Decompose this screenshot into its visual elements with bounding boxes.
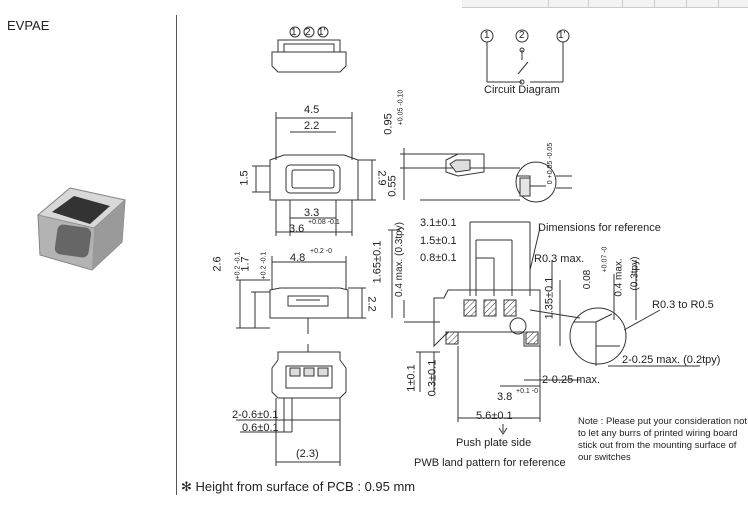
dim-2-3: (2.3) <box>296 448 319 460</box>
dim-3-8: 3.8 <box>497 391 513 403</box>
circuit-terminal-1p: 1' <box>558 30 566 41</box>
dim-3-8-tol: +0.1 -0 <box>516 388 538 395</box>
reference-detail <box>529 227 700 367</box>
circuit-diagram-title: Circuit Diagram <box>484 84 560 96</box>
dim-0-08: 0.08 <box>582 269 594 290</box>
dim-3-6: 3.6 <box>289 223 305 235</box>
toolbar-strip <box>462 0 748 8</box>
dim-2-0-25b: 2-0.25 max. (0.2tpy) <box>622 354 721 366</box>
dim-0-6: 0.6±0.1 <box>242 422 279 434</box>
dim-0-4-max: 0.4 max. (0.3tpy) <box>394 221 406 298</box>
pwb-label: PWB land pattern for reference <box>414 457 566 469</box>
footer-height-note: ✻ Height from surface of PCB : 0.95 mm <box>181 479 416 494</box>
dim-3-6-tol: +0.08 -0.1 <box>308 219 340 226</box>
divider-line <box>176 15 177 495</box>
terminal-label-1p: 1' <box>318 27 326 38</box>
terminal-label-2: 2 <box>305 27 311 38</box>
front-view <box>252 112 376 236</box>
note-text: Note : Please put your consideration not… <box>578 416 747 463</box>
dim-4-5: 4.5 <box>304 104 320 116</box>
dim-0-08-tol: +0.07 -0 <box>601 246 609 273</box>
dim-3-3: 3.3 <box>304 207 320 219</box>
bottom-view <box>236 344 347 466</box>
dim-0-3: 0.3±0.1 <box>426 359 439 397</box>
dim-0-95: 0.95 <box>382 113 395 135</box>
dim-4-8-tol: +0.2 -0 <box>310 248 332 255</box>
switch-photo <box>36 187 127 271</box>
pwb-land-pattern <box>388 221 580 435</box>
dim-1-35: 1.35±0.1 <box>543 276 556 320</box>
dim-4-8: 4.8 <box>290 252 306 264</box>
dim-0-4-max-2: 0.4 max. <box>613 258 625 297</box>
dim-1-5: 1.5 <box>238 170 251 186</box>
dim-r0-3-r0-5: R0.3 to R0.5 <box>652 299 714 311</box>
dim-2-6: 2.6 <box>211 256 224 272</box>
dim-1-65: 1.65±0.1 <box>371 240 384 284</box>
dim-0-55: 0.55 <box>386 175 399 197</box>
model-title: EVPAE <box>7 18 50 33</box>
height-detail <box>400 148 572 203</box>
side-view <box>236 256 366 334</box>
dim-0-95-tol: +0.05 -0.10 <box>397 89 405 126</box>
dim-1: 1±0.1 <box>405 364 418 392</box>
dim-0-tol: 0 +0.05 -0.05 <box>547 142 555 185</box>
dim-0-3tpy: (0.3tpy) <box>629 256 641 291</box>
dim-r0-3-max: R0.3 max. <box>534 253 585 265</box>
dim-3-1: 3.1±0.1 <box>420 217 457 229</box>
dim-2-0-6: 2-0.6±0.1 <box>232 409 279 421</box>
dim-5-6: 5.6±0.1 <box>476 410 513 422</box>
dim-2-0-25: 2-0.25 max. <box>542 374 601 386</box>
dim-1-5b: 1.5±0.1 <box>420 235 457 247</box>
dim-2-2b: 2.2 <box>365 296 378 312</box>
circuit-terminal-1: 1 <box>484 30 490 41</box>
circuit-terminal-2: 2 <box>519 30 525 41</box>
push-plate-label: Push plate side <box>456 437 532 449</box>
dim-0-8: 0.8±0.1 <box>420 252 457 264</box>
circuit-diagram <box>480 29 570 85</box>
dim-1-7-tol: +0.2 -0.1 <box>260 251 268 280</box>
terminal-label-1: 1 <box>291 27 297 38</box>
top-view-small <box>271 26 347 73</box>
dim-2-2: 2.2 <box>304 120 320 132</box>
dim-1-7: 1.7 <box>239 256 252 272</box>
ref-title: Dimensions for reference <box>538 222 661 234</box>
